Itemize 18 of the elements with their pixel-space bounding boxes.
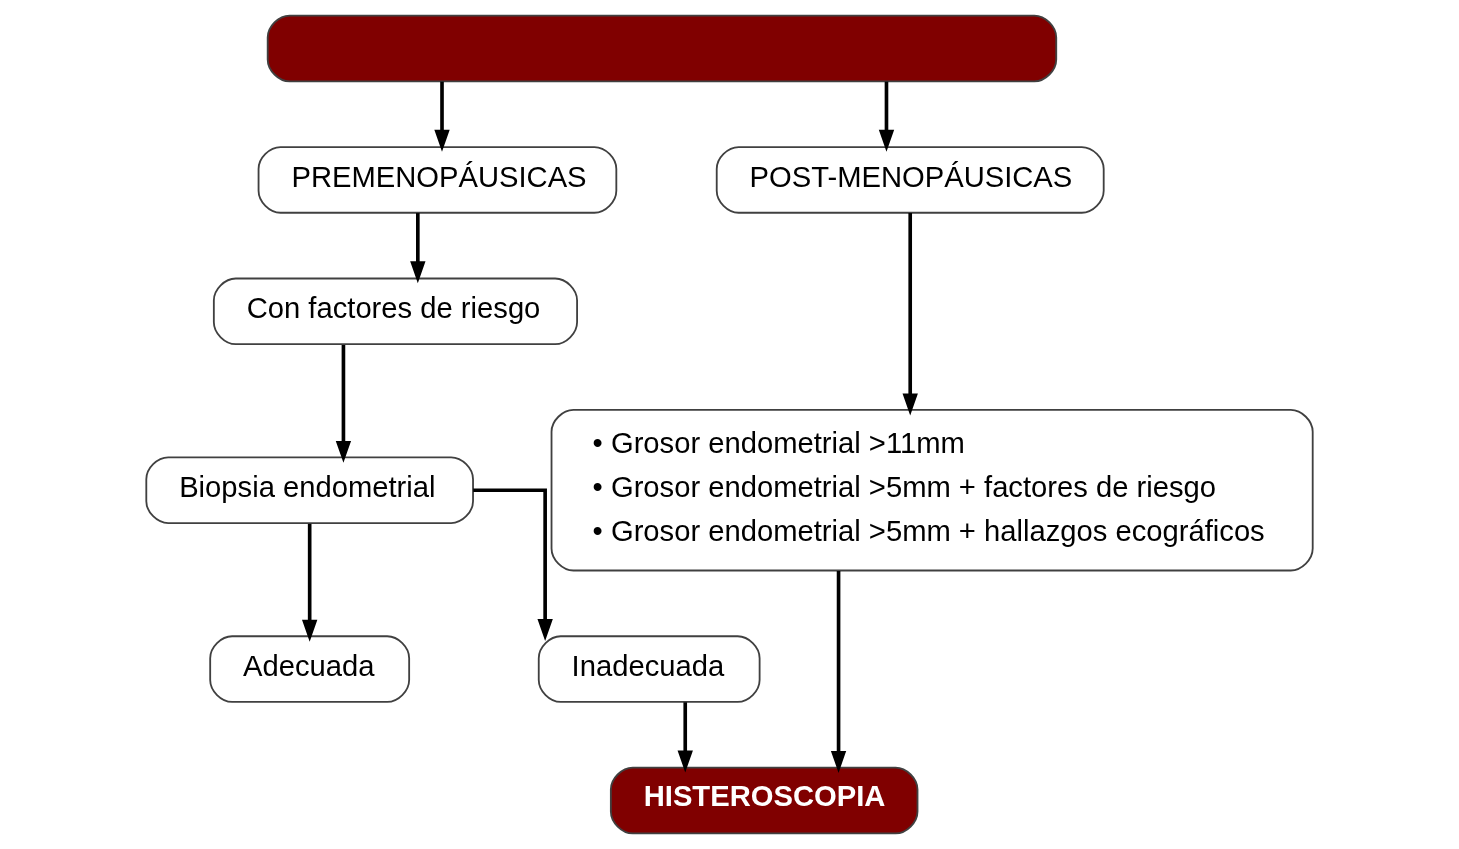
arrow bbox=[335, 344, 352, 463]
arrow bbox=[410, 213, 426, 284]
arrow bbox=[902, 213, 918, 416]
arrow bbox=[677, 702, 693, 773]
arrow bbox=[434, 81, 450, 152]
node-box: Adecuada bbox=[209, 635, 411, 703]
arrow bbox=[473, 488, 553, 641]
node-box: PREMENOPÁUSICAS bbox=[257, 146, 618, 214]
node-box: Con factores de riesgo bbox=[212, 277, 578, 346]
arrow bbox=[302, 523, 318, 642]
arrow bbox=[830, 570, 847, 773]
node-box: • Grosor endometrial >11mm • Grosor endometrial >5mm + factores de riesgo • Grosor endometrial >5mm + hallazgos ecográficos bbox=[550, 409, 1314, 572]
node-box: Biopsia endometrial bbox=[145, 456, 474, 524]
node-box: HISTEROSCOPIA bbox=[609, 766, 919, 835]
arrow bbox=[878, 81, 895, 152]
node-box: Inadecuada bbox=[537, 635, 761, 703]
node-box: POST-MENOPÁUSICAS bbox=[715, 146, 1105, 214]
node-box bbox=[266, 14, 1058, 83]
